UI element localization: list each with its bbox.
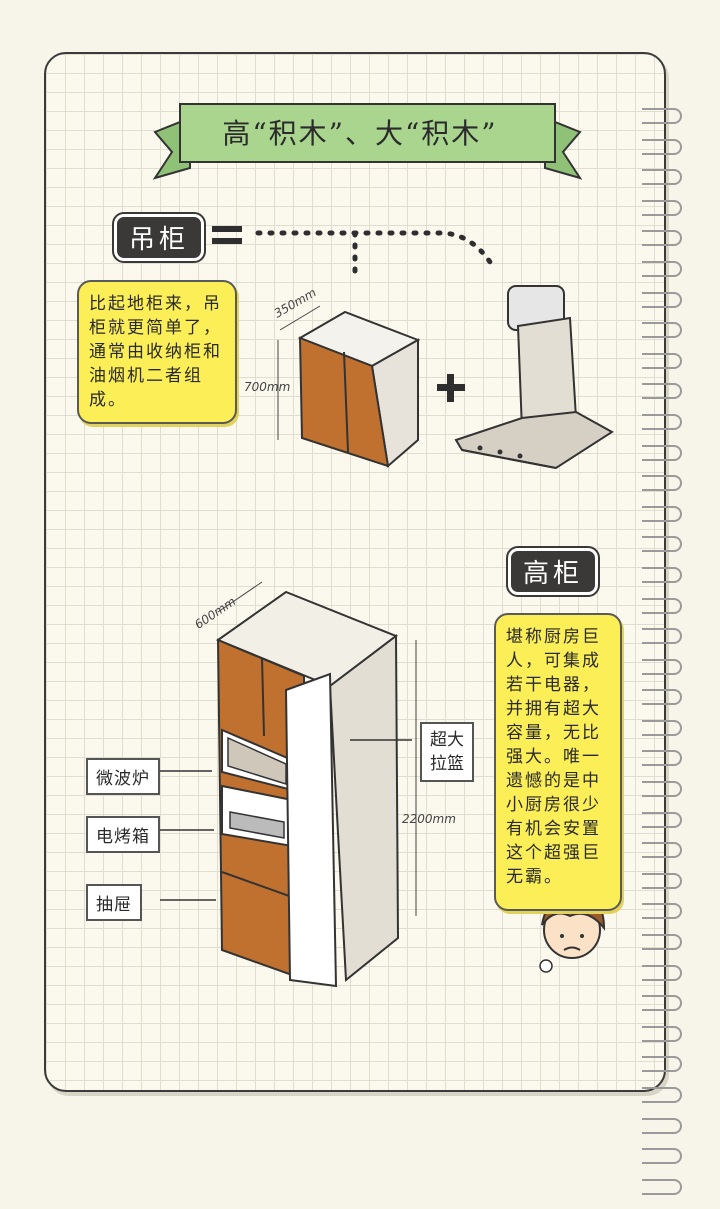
spiral-ring [642, 566, 682, 583]
spiral-ring [642, 169, 682, 186]
spiral-ring [642, 1117, 682, 1134]
spiral-ring [642, 903, 682, 920]
spiral-ring [642, 934, 682, 951]
wall-cabinet-drawing [277, 305, 421, 468]
spiral-ring [642, 1178, 682, 1195]
spiral-ring [642, 475, 682, 492]
label-arrows [158, 739, 412, 901]
spiral-ring [642, 1025, 682, 1042]
spiral-ring [642, 872, 682, 889]
oven-label: 电烤箱 [86, 816, 160, 853]
spiral-ring [642, 108, 682, 124]
spiral-ring [642, 842, 682, 859]
spiral-ring [642, 995, 682, 1012]
pull-basket-label: 超大拉篮 [420, 722, 474, 782]
spiral-ring [642, 1056, 682, 1073]
spiral-ring [642, 1148, 682, 1165]
spiral-ring [642, 322, 682, 339]
spiral-ring [642, 964, 682, 981]
spiral-ring [642, 444, 682, 461]
page-title: 高“积木”、大“积木” [222, 117, 498, 150]
spiral-ring [642, 383, 682, 400]
spiral-ring [642, 811, 682, 828]
spiral-binding [642, 108, 686, 1209]
spiral-ring [642, 352, 682, 369]
spiral-ring [642, 628, 682, 645]
tall-cabinet-note: 堪称厨房巨人，可集成若干电器，并拥有超大容量，无比强大。唯一遗憾的是中小厨房很少… [494, 613, 622, 911]
spiral-ring [642, 536, 682, 553]
drawer-label: 抽屉 [86, 884, 142, 921]
dotted-connector [255, 230, 493, 278]
tall-cabinet-drawing [215, 581, 417, 988]
tall-cabinet-tag: 高柜 [505, 546, 601, 597]
spiral-ring [642, 719, 682, 736]
spiral-ring [642, 199, 682, 216]
spiral-ring [642, 505, 682, 522]
spiral-ring [642, 781, 682, 798]
spiral-ring [642, 750, 682, 767]
spiral-ring [642, 1087, 682, 1103]
wall-cabinet-note: 比起地柜来，吊柜就更简单了，通常由收纳柜和油烟机二者组成。 [77, 280, 237, 424]
wall-cabinet-tag: 吊柜 [111, 212, 207, 263]
spiral-ring [642, 260, 682, 277]
range-hood-drawing [454, 285, 614, 470]
spiral-ring [642, 597, 682, 614]
tall-cabinet-height: 2200mm [402, 812, 456, 826]
spiral-ring [642, 291, 682, 308]
page: 高“积木”、大“积木” 吊柜 比起地柜来，吊柜就更简单了，通常由收纳柜和油烟机二… [44, 52, 682, 1195]
spiral-ring [642, 230, 682, 247]
equals-icon [212, 226, 242, 244]
spiral-ring [642, 658, 682, 675]
illustration-layer [152, 103, 614, 988]
spiral-ring [642, 413, 682, 430]
plus-icon [437, 374, 465, 402]
spiral-ring [642, 138, 682, 155]
microwave-label: 微波炉 [86, 758, 160, 795]
spiral-ring [642, 689, 682, 706]
wall-cabinet-height: 700mm [244, 380, 291, 394]
title-banner [152, 103, 583, 180]
